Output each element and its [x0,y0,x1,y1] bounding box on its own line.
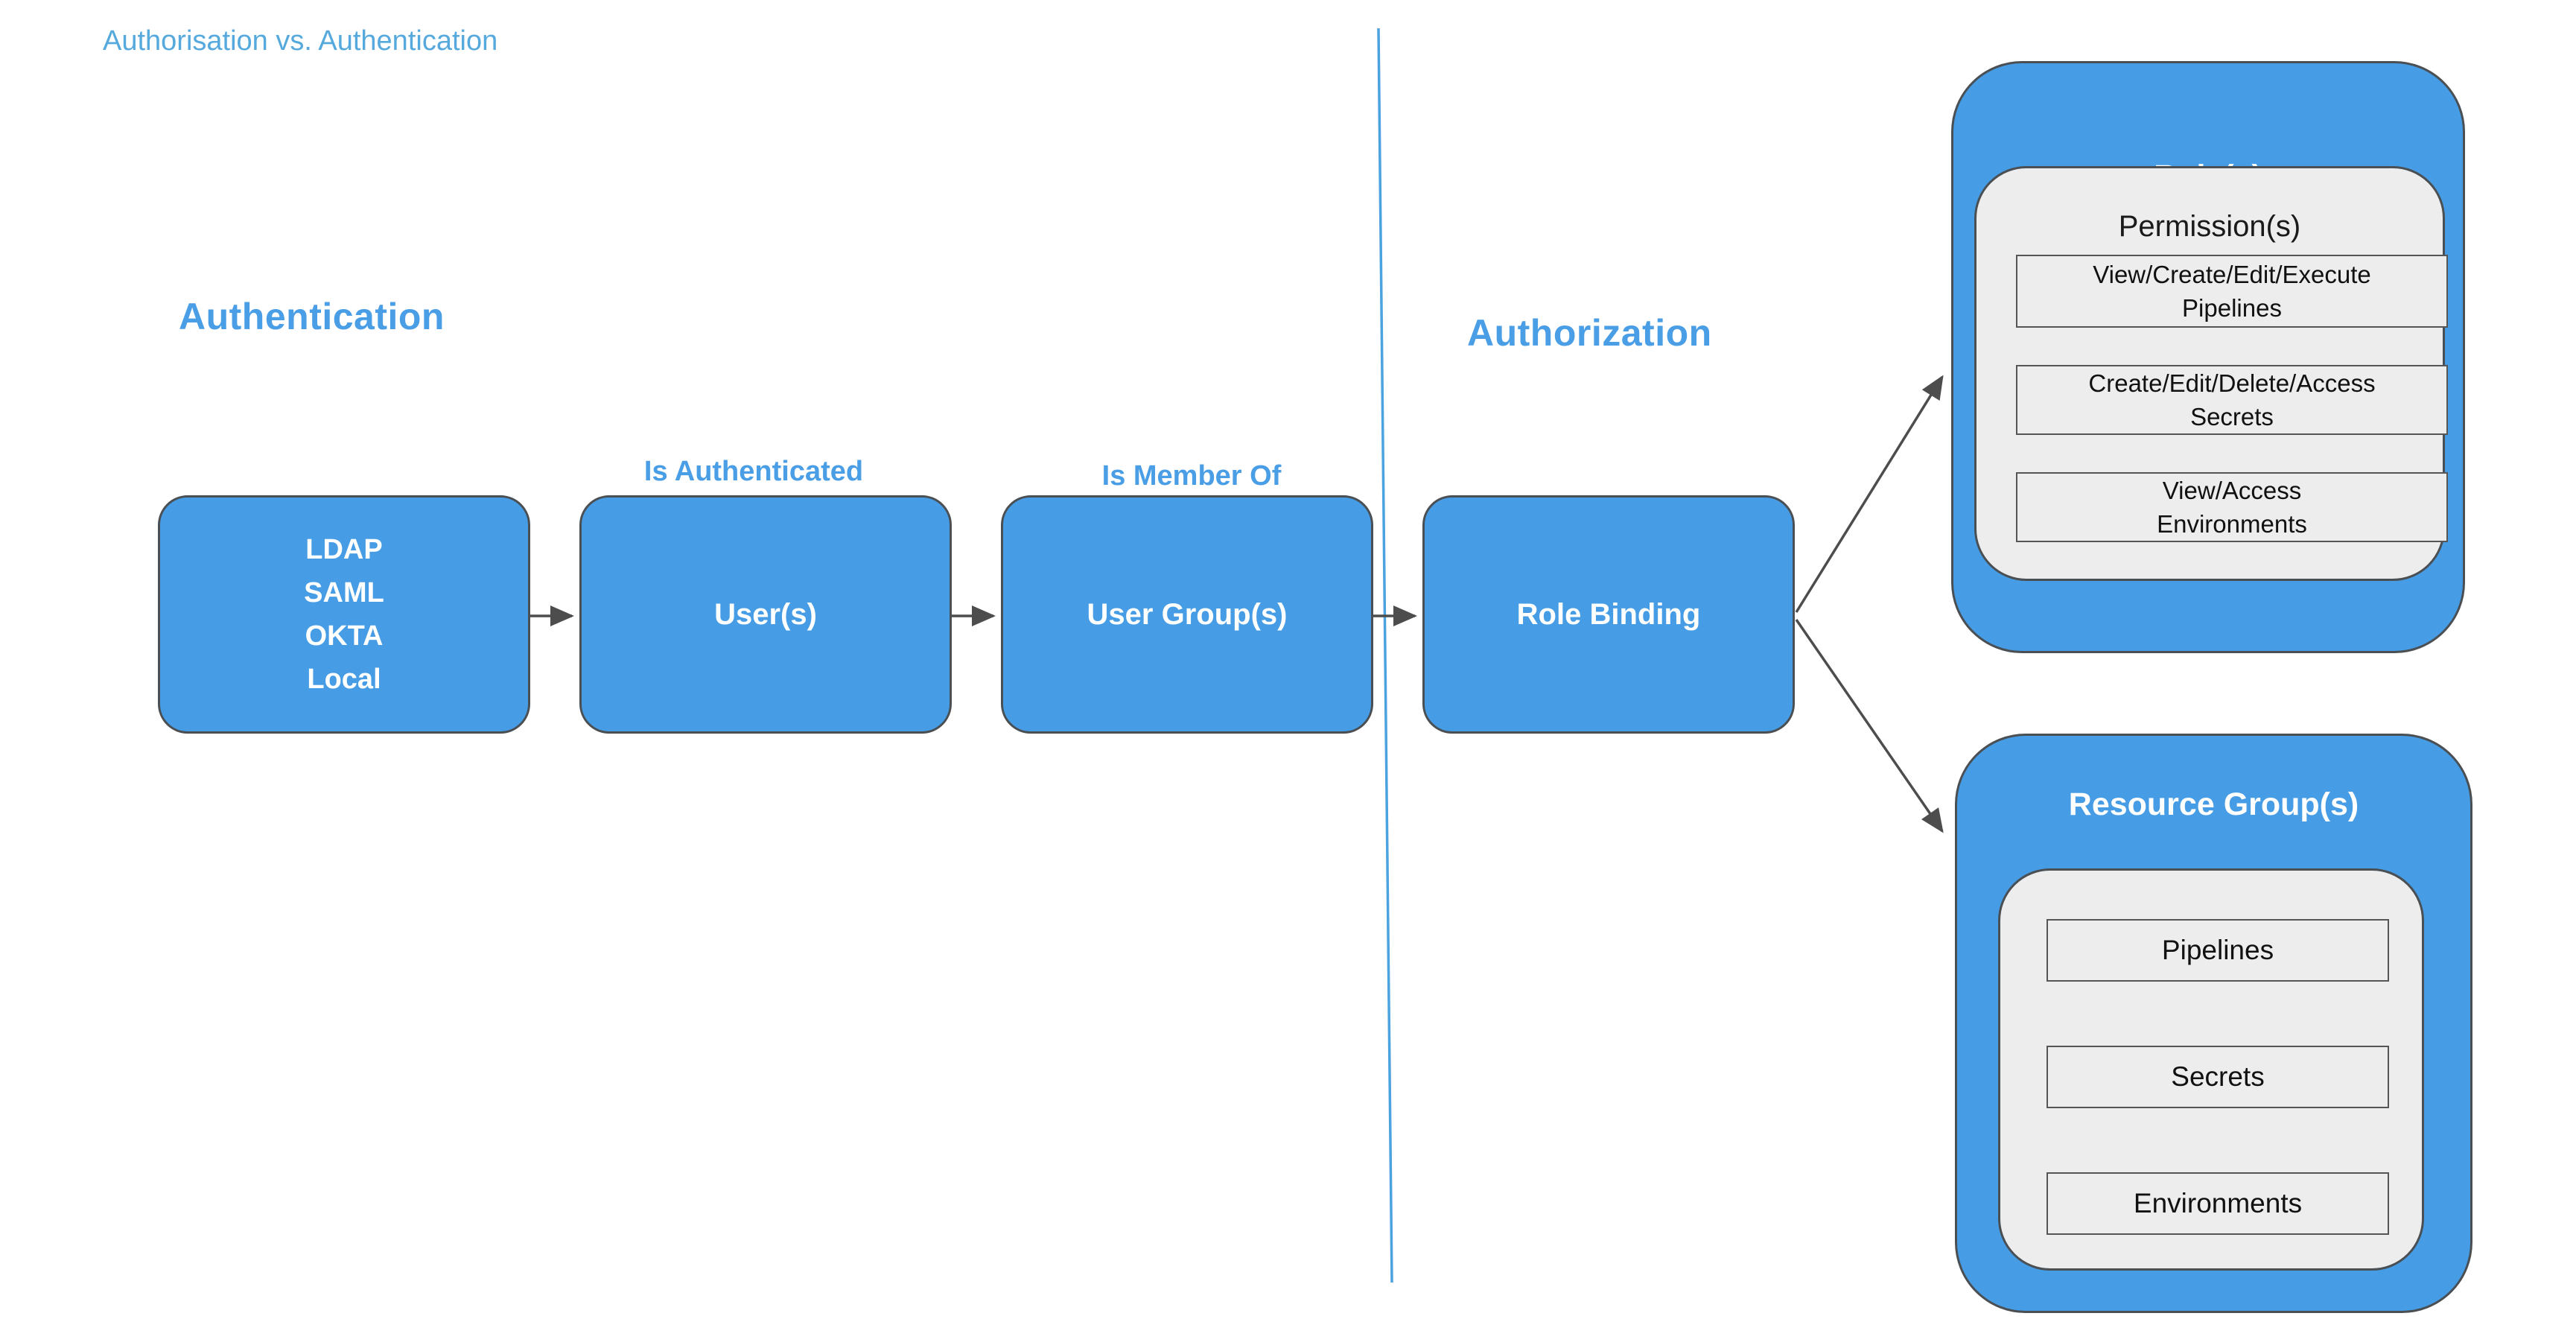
resource-groups-container: Resource Group(s) Pipelines Secrets Envi… [1955,734,2472,1313]
permission-item-line: View/Create/Edit/Execute [2093,261,2371,288]
resource-groups-title: Resource Group(s) [2068,786,2359,822]
authentication-heading: Authentication [179,296,445,337]
permissions-panel: Permission(s) View/Create/Edit/Execute P… [1974,166,2448,581]
is-authenticated-label: Is Authenticated [643,456,864,487]
authorization-heading: Authorization [1467,312,1712,354]
users-node: User(s) [579,495,952,734]
idp-line-local: Local [307,664,381,695]
idp-line-saml: SAML [304,577,384,608]
permission-item-line: View/Access [2162,477,2302,504]
role-binding-node: Role Binding [1422,495,1795,734]
resources-panel: Pipelines Secrets Environments [1998,868,2424,1271]
idp-line-okta: OKTA [305,620,384,652]
user-groups-node: User Group(s) [1001,495,1373,734]
user-groups-node-label: User Group(s) [1087,597,1288,631]
identity-providers-node: LDAP SAML OKTA Local [158,495,530,734]
role-binding-node-label: Role Binding [1516,597,1701,631]
idp-line-ldap: LDAP [305,534,383,565]
section-divider-line [1377,28,1393,1283]
resource-item-secrets: Secrets [2047,1046,2389,1108]
arrow-rolebinding-to-roles [1795,375,1944,613]
permission-item-pipelines: View/Create/Edit/Execute Pipelines [2016,255,2448,328]
permission-item-secrets: Create/Edit/Delete/Access Secrets [2016,365,2448,435]
resource-item-environments: Environments [2047,1172,2389,1235]
roles-container: Role(s) Permission(s) View/Create/Edit/E… [1951,61,2465,653]
resource-item-pipelines: Pipelines [2047,919,2389,982]
permission-item-line: Secrets [2190,403,2274,430]
permission-item-line: Pipelines [2182,294,2282,322]
permissions-title: Permission(s) [2118,210,2301,243]
permission-item-line: Create/Edit/Delete/Access [2088,369,2376,397]
page-title: Authorisation vs. Authentication [103,25,498,57]
users-node-label: User(s) [714,597,817,631]
permission-item-environments: View/Access Environments [2016,472,2448,542]
is-member-of-label: Is Member Of [1101,460,1282,492]
arrow-rolebinding-to-resourcegroups [1795,619,1944,833]
permission-item-line: Environments [2157,510,2307,538]
